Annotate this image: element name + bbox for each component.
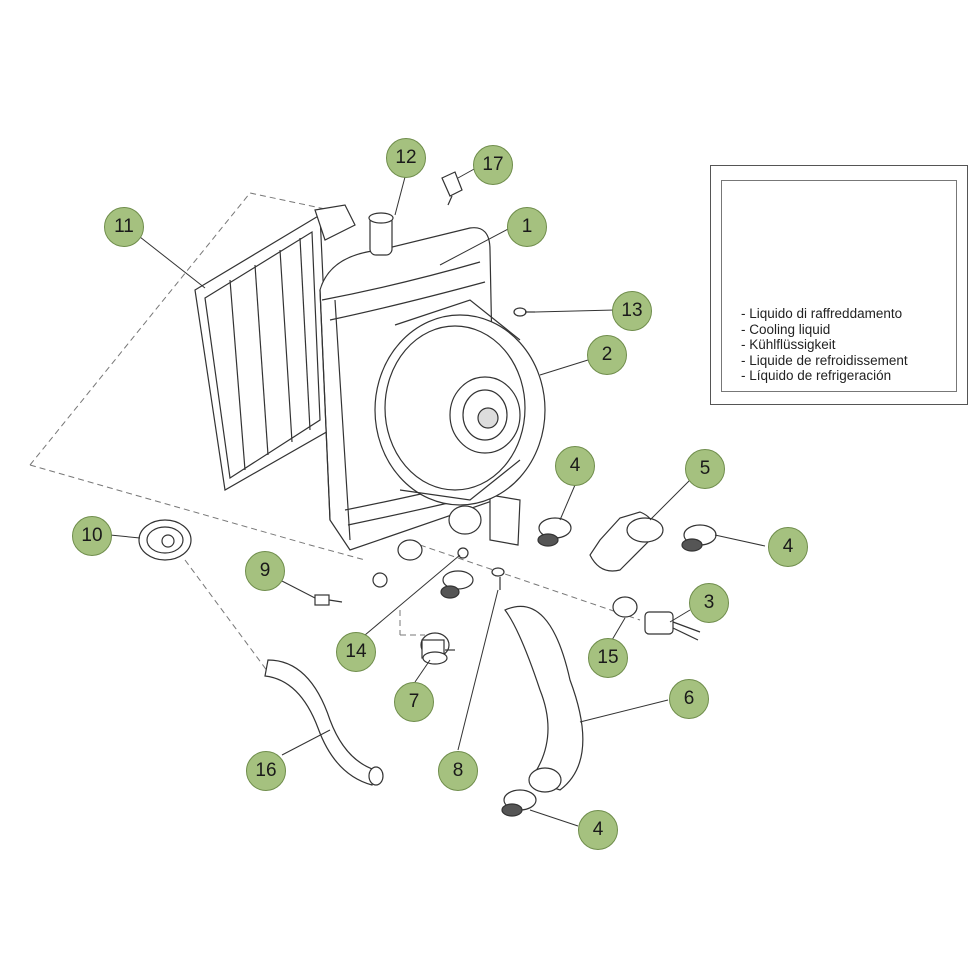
hose-clamp-c [440,570,474,599]
cooling-fan [374,299,546,506]
legend-line-german: - Kühlflüssigkeit [741,337,836,352]
callout-13: 13 [612,291,652,331]
callout-3: 3 [689,583,729,623]
callout-16: 16 [246,751,286,791]
hose-part-6 [504,605,584,793]
radiator-cap [138,519,192,561]
nut-part-14 [457,547,469,559]
screw-part-13 [513,307,535,317]
callout-4-right: 4 [768,527,808,567]
hose-clamp-a [537,517,572,547]
callout-4-lower: 4 [578,810,618,850]
callout-11: 11 [104,207,144,247]
hose-clamp-d [501,789,537,817]
legend-line-italian: - Liquido di raffreddamento [741,306,903,321]
callout-8: 8 [438,751,478,791]
legend-line-english: - Cooling liquid [741,321,831,337]
clip-part-17 [441,171,463,206]
coolant-legend-text: - Liquido di raffreddamento - Cooling li… [741,306,969,384]
hose-clamp-b [681,524,717,552]
callout-9: 9 [245,551,285,591]
washer-part-15 [612,596,638,618]
callout-1: 1 [507,207,547,247]
rubber-mount [420,632,455,665]
hose-part-16 [264,659,384,786]
callout-7: 7 [394,682,434,722]
coolant-legend-box: - Liquido di raffreddamento - Cooling li… [710,165,968,405]
temperature-sensor [644,611,701,641]
screw-part-8 [491,567,505,590]
callout-14: 14 [336,632,376,672]
callout-5: 5 [685,449,725,489]
legend-line-spanish: - Líquido de refrigeración [741,368,892,383]
coolant-legend-inner-frame [721,180,957,392]
callout-12: 12 [386,138,426,178]
callout-17: 17 [473,145,513,185]
legend-line-french: - Liquide de refroidissement [741,352,908,368]
callout-15: 15 [588,638,628,678]
callout-10: 10 [72,516,112,556]
fan-shroud [194,204,356,491]
assembly-dashed-outline [29,192,641,673]
callout-4-upper: 4 [555,446,595,486]
hose-part-5 [589,511,664,572]
callout-2: 2 [587,335,627,375]
screw-part-9 [314,594,343,606]
callout-6: 6 [669,679,709,719]
